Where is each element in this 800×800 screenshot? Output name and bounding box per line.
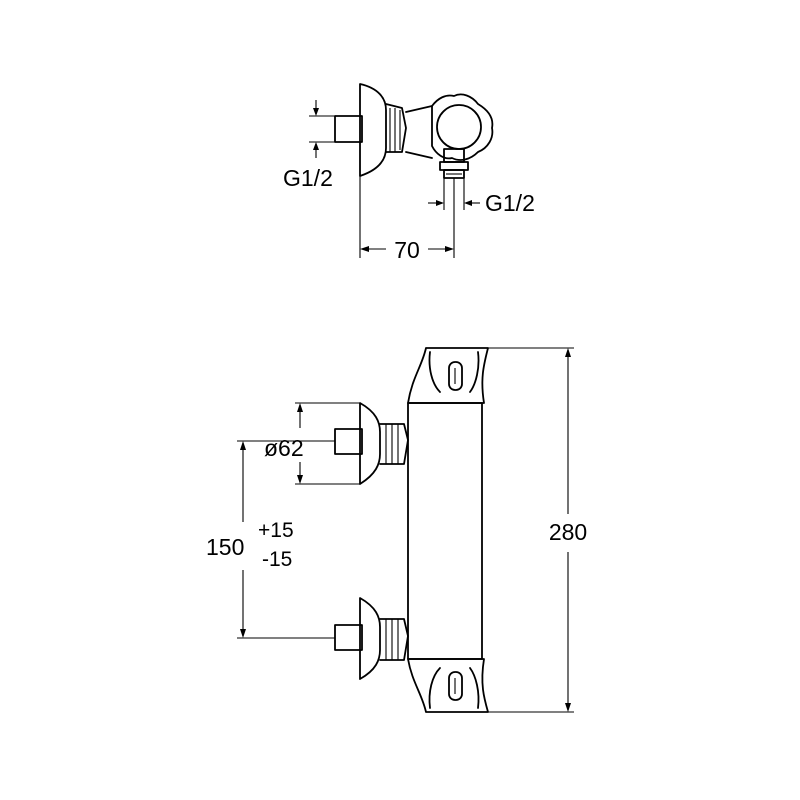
thermostat-body bbox=[407, 402, 483, 660]
dim-spacing: 150 +15 -15 bbox=[206, 440, 335, 639]
top-view: G1/2 G1/2 70 bbox=[283, 83, 535, 263]
dim-thread-outlet: G1/2 bbox=[428, 178, 535, 216]
dim-thread-left: G1/2 bbox=[283, 100, 335, 191]
spacing-tol-plus: +15 bbox=[258, 519, 294, 542]
front-upper-inlet bbox=[334, 402, 409, 485]
spacing-tol-minus: -15 bbox=[262, 548, 292, 571]
front-top-handle bbox=[407, 347, 489, 404]
front-lower-inlet bbox=[334, 597, 409, 680]
dim-width: 70 bbox=[359, 176, 455, 263]
width-label: 70 bbox=[394, 237, 420, 263]
height-label: 280 bbox=[549, 519, 587, 545]
spacing-label: 150 bbox=[206, 534, 244, 560]
front-bottom-handle bbox=[407, 658, 489, 713]
top-body-neck bbox=[405, 105, 433, 159]
top-inlet-connector bbox=[334, 83, 407, 177]
thread-left-label: G1/2 bbox=[283, 165, 333, 191]
diameter-label: ø62 bbox=[264, 435, 304, 461]
thread-outlet-label: G1/2 bbox=[485, 190, 535, 216]
top-outlet bbox=[439, 148, 469, 179]
top-handle bbox=[431, 93, 494, 161]
dim-height: 280 bbox=[488, 347, 587, 713]
dim-diameter: ø62 bbox=[264, 402, 360, 485]
front-view: ø62 150 +15 -15 280 bbox=[206, 347, 587, 713]
